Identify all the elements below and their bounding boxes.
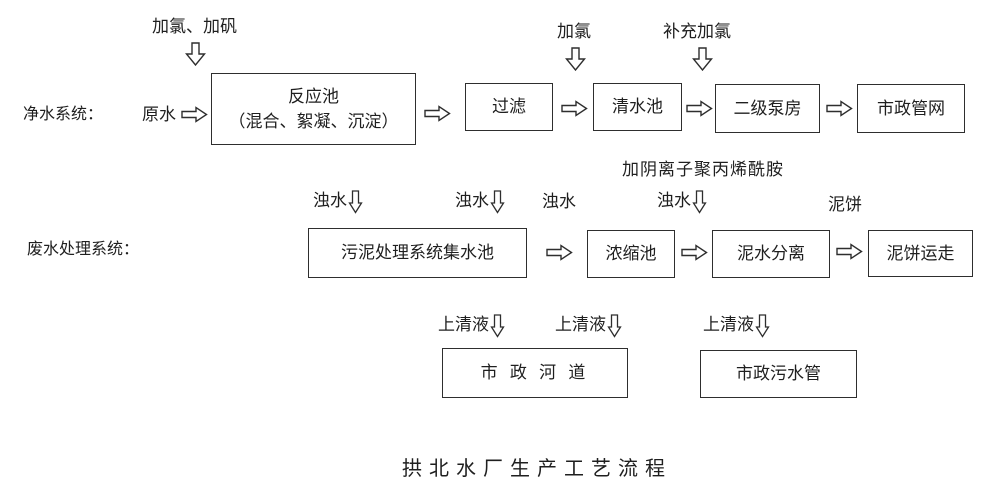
turbid-water-label: 浊水 <box>542 192 576 211</box>
turbid-water-text: 浊水 <box>455 191 489 210</box>
flow-arrow-right-icon <box>181 106 208 123</box>
turbid-water-label: 浊水 <box>313 190 363 214</box>
supernatant-down-arrow-icon <box>755 314 770 338</box>
flow-arrow-right-icon <box>826 100 853 117</box>
flow-arrow-right-icon <box>836 243 863 260</box>
turbid-water-down-arrow-icon <box>490 190 505 214</box>
flow-arrow-right-icon <box>686 100 713 117</box>
municipal-sewer-box: 市政污水管 <box>700 350 857 398</box>
supernatant-label: 上清液 <box>438 314 505 338</box>
turbid-water-label: 浊水 <box>455 190 505 214</box>
flow-arrow-right-icon <box>546 244 573 261</box>
mud-cake-removal-box: 泥饼运走 <box>868 230 973 277</box>
municipal-pipe-network-box: 市政管网 <box>857 84 965 133</box>
supernatant-down-arrow-icon <box>490 314 505 338</box>
flow-arrow-right-icon <box>424 105 451 122</box>
secondary-pump-house-box: 二级泵房 <box>715 84 820 133</box>
dosing-down-arrow-icon <box>565 47 586 71</box>
purification-system-label: 净水系统： <box>23 106 104 123</box>
turbid-water-label: 浊水 <box>657 190 707 214</box>
thickening-pool-box: 浓缩池 <box>587 230 675 278</box>
flow-arrow-right-icon <box>561 100 588 117</box>
flow-arrow-right-icon <box>681 244 708 261</box>
turbid-water-text: 浊水 <box>657 191 691 210</box>
mud-water-separation-box: 泥水分离 <box>712 230 830 278</box>
turbid-water-down-arrow-icon <box>348 190 363 214</box>
anionic-pam-dosing-label: 加阴离子聚丙烯酰胺 <box>622 160 784 179</box>
sludge-collection-pool-box: 污泥处理系统集水池 <box>308 228 527 278</box>
wastewater-system-label: 废水处理系统： <box>27 241 140 258</box>
supernatant-down-arrow-icon <box>607 314 622 338</box>
supernatant-text: 上清液 <box>438 315 489 334</box>
municipal-river-box: 市 政 河 道 <box>442 348 628 398</box>
supernatant-text: 上清液 <box>703 315 754 334</box>
chlorine-dosing-label: 加氯 <box>557 22 591 41</box>
clear-water-pool-box: 清水池 <box>593 83 682 131</box>
supplementary-chlorine-label: 补充加氯 <box>663 22 731 41</box>
supernatant-label: 上清液 <box>703 314 770 338</box>
mud-cake-label: 泥饼 <box>828 195 862 214</box>
raw-water-label: 原水 <box>142 105 176 124</box>
diagram-title: 拱北水厂生产工艺流程 <box>402 458 672 480</box>
filter-box: 过滤 <box>465 83 553 131</box>
chlorine-alum-dosing-label: 加氯、加矾 <box>152 17 237 36</box>
supernatant-text: 上清液 <box>555 315 606 334</box>
dosing-down-arrow-icon <box>692 47 713 71</box>
reaction-pool-title: 反应池 <box>288 86 339 106</box>
reaction-pool-box: 反应池 （混合、絮凝、沉淀） <box>211 73 416 145</box>
reaction-pool-subtitle: （混合、絮凝、沉淀） <box>228 112 399 131</box>
turbid-water-down-arrow-icon <box>692 190 707 214</box>
turbid-water-text: 浊水 <box>313 191 347 210</box>
dosing-down-arrow-icon <box>185 42 206 66</box>
supernatant-label: 上清液 <box>555 314 622 338</box>
